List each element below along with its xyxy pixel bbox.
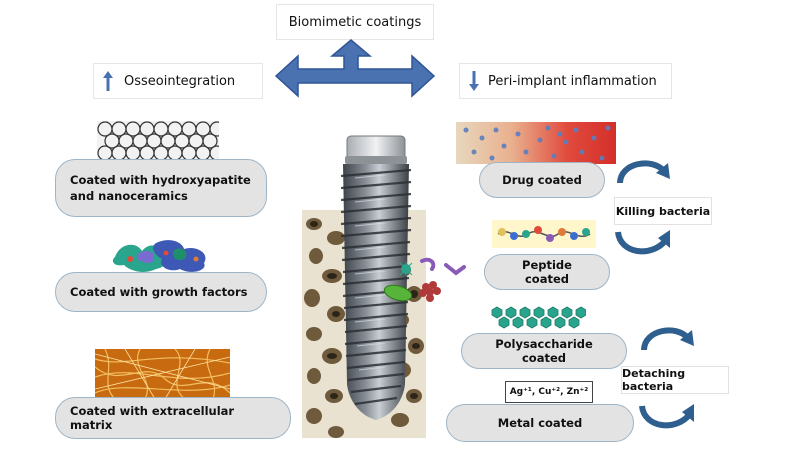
peptide-image	[492, 220, 596, 248]
extracellular-matrix-pill: Coated with extracellular matrix	[55, 397, 291, 439]
cycle-arrow-top-icon	[617, 160, 670, 184]
hydroxyapatite-pill: Coated with hydroxyapatite and nanoceram…	[55, 159, 267, 217]
killing-bacteria-box: Killing bacteria	[614, 197, 712, 225]
polysaccharide-coated-label: Polysaccharide coated	[495, 337, 593, 365]
cycle-arrow-upper-right-icon	[641, 327, 694, 351]
growth-factors-image	[110, 235, 214, 275]
drug-coated-label: Drug coated	[502, 173, 582, 187]
growth-factors-label: Coated with growth factors	[70, 285, 248, 299]
title-box: Biomimetic coatings	[276, 4, 434, 40]
inflammation-box: Peri-implant inflammation	[459, 63, 672, 99]
metal-coated-label: Metal coated	[497, 416, 583, 430]
extracellular-matrix-label: Coated with extracellular matrix	[70, 404, 235, 432]
diagram-title: Biomimetic coatings	[288, 14, 422, 30]
dental-implant-icon	[340, 135, 412, 420]
detaching-bacteria-label: Detaching bacteria	[622, 367, 686, 393]
detaching-bacteria-box: Detaching bacteria	[621, 366, 729, 394]
cycle-arrow-lower-right-icon	[639, 404, 694, 429]
drug-coating-image	[456, 122, 616, 164]
drug-coated-pill: Drug coated	[479, 162, 605, 198]
growth-factors-pill: Coated with growth factors	[55, 272, 267, 312]
killing-bacteria-label: Killing bacteria	[615, 204, 711, 218]
cycle-arrow-bottom-icon	[615, 230, 670, 255]
down-arrow-icon	[469, 71, 479, 91]
hydroxyapatite-image	[97, 121, 219, 159]
metal-coated-pill: Metal coated	[446, 404, 634, 442]
osseointegration-label: Osseointegration	[124, 73, 236, 89]
peptide-coated-pill: Peptide coated	[484, 254, 610, 290]
peptide-coated-label: Peptide coated	[522, 258, 572, 286]
metal-ions-label: Ag⁺¹, Cu⁺², Zn⁺²	[509, 387, 589, 397]
polysaccharide-coated-pill: Polysaccharide coated	[461, 333, 627, 369]
osseointegration-box: Osseointegration	[93, 63, 263, 99]
inflammation-label: Peri-implant inflammation	[488, 73, 657, 89]
extracellular-matrix-image	[95, 349, 230, 399]
hydroxyapatite-label: Coated with hydroxyapatite and nanoceram…	[70, 173, 251, 203]
metal-ions-box: Ag⁺¹, Cu⁺², Zn⁺²	[505, 381, 593, 403]
up-arrow-icon	[103, 71, 113, 91]
polysaccharide-image	[488, 302, 586, 332]
three-way-arrow-icon	[274, 39, 436, 98]
bacteria-icon	[383, 257, 466, 302]
